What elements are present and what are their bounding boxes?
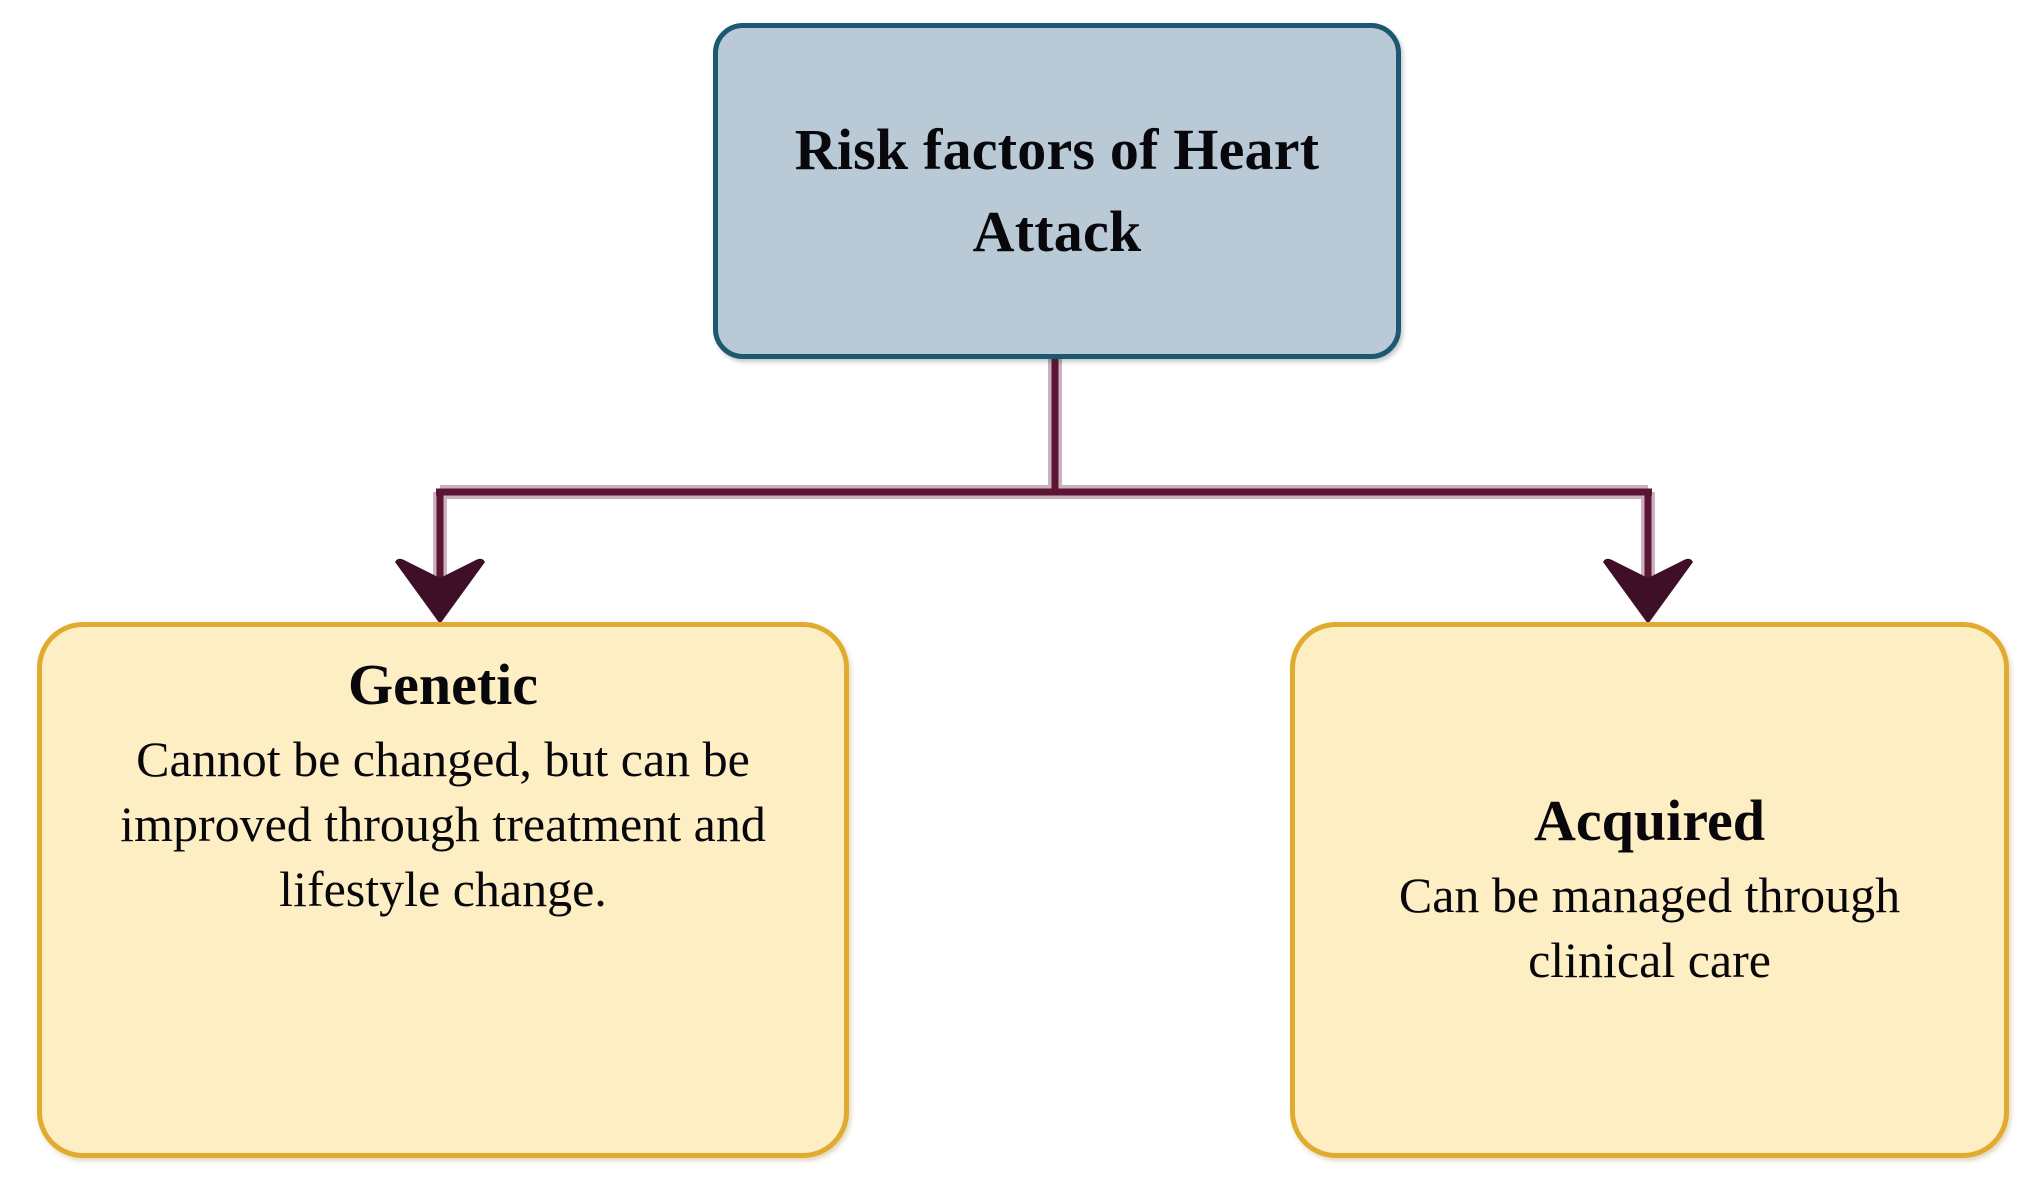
arrowhead-right-icon	[1603, 558, 1693, 624]
node-description: Can be managed through clinical care	[1398, 867, 1901, 989]
node-title: Genetic	[347, 652, 539, 717]
arrowhead-left-icon	[395, 558, 485, 624]
connector-halo	[433, 358, 1655, 580]
connector-lines	[436, 358, 1652, 580]
node-title: Risk factors of Heart Attack	[794, 116, 1320, 264]
node-title: Acquired	[1534, 787, 1765, 853]
connector-arrowheads	[395, 558, 1693, 624]
node-description: Cannot be changed, but can be improved t…	[120, 731, 766, 918]
node-genetic: Genetic Cannot be changed, but can be im…	[37, 622, 849, 1158]
node-risk-factors-of-heart-attack: Risk factors of Heart Attack	[713, 23, 1401, 359]
node-acquired: Acquired Can be managed through clinical…	[1290, 622, 2009, 1158]
